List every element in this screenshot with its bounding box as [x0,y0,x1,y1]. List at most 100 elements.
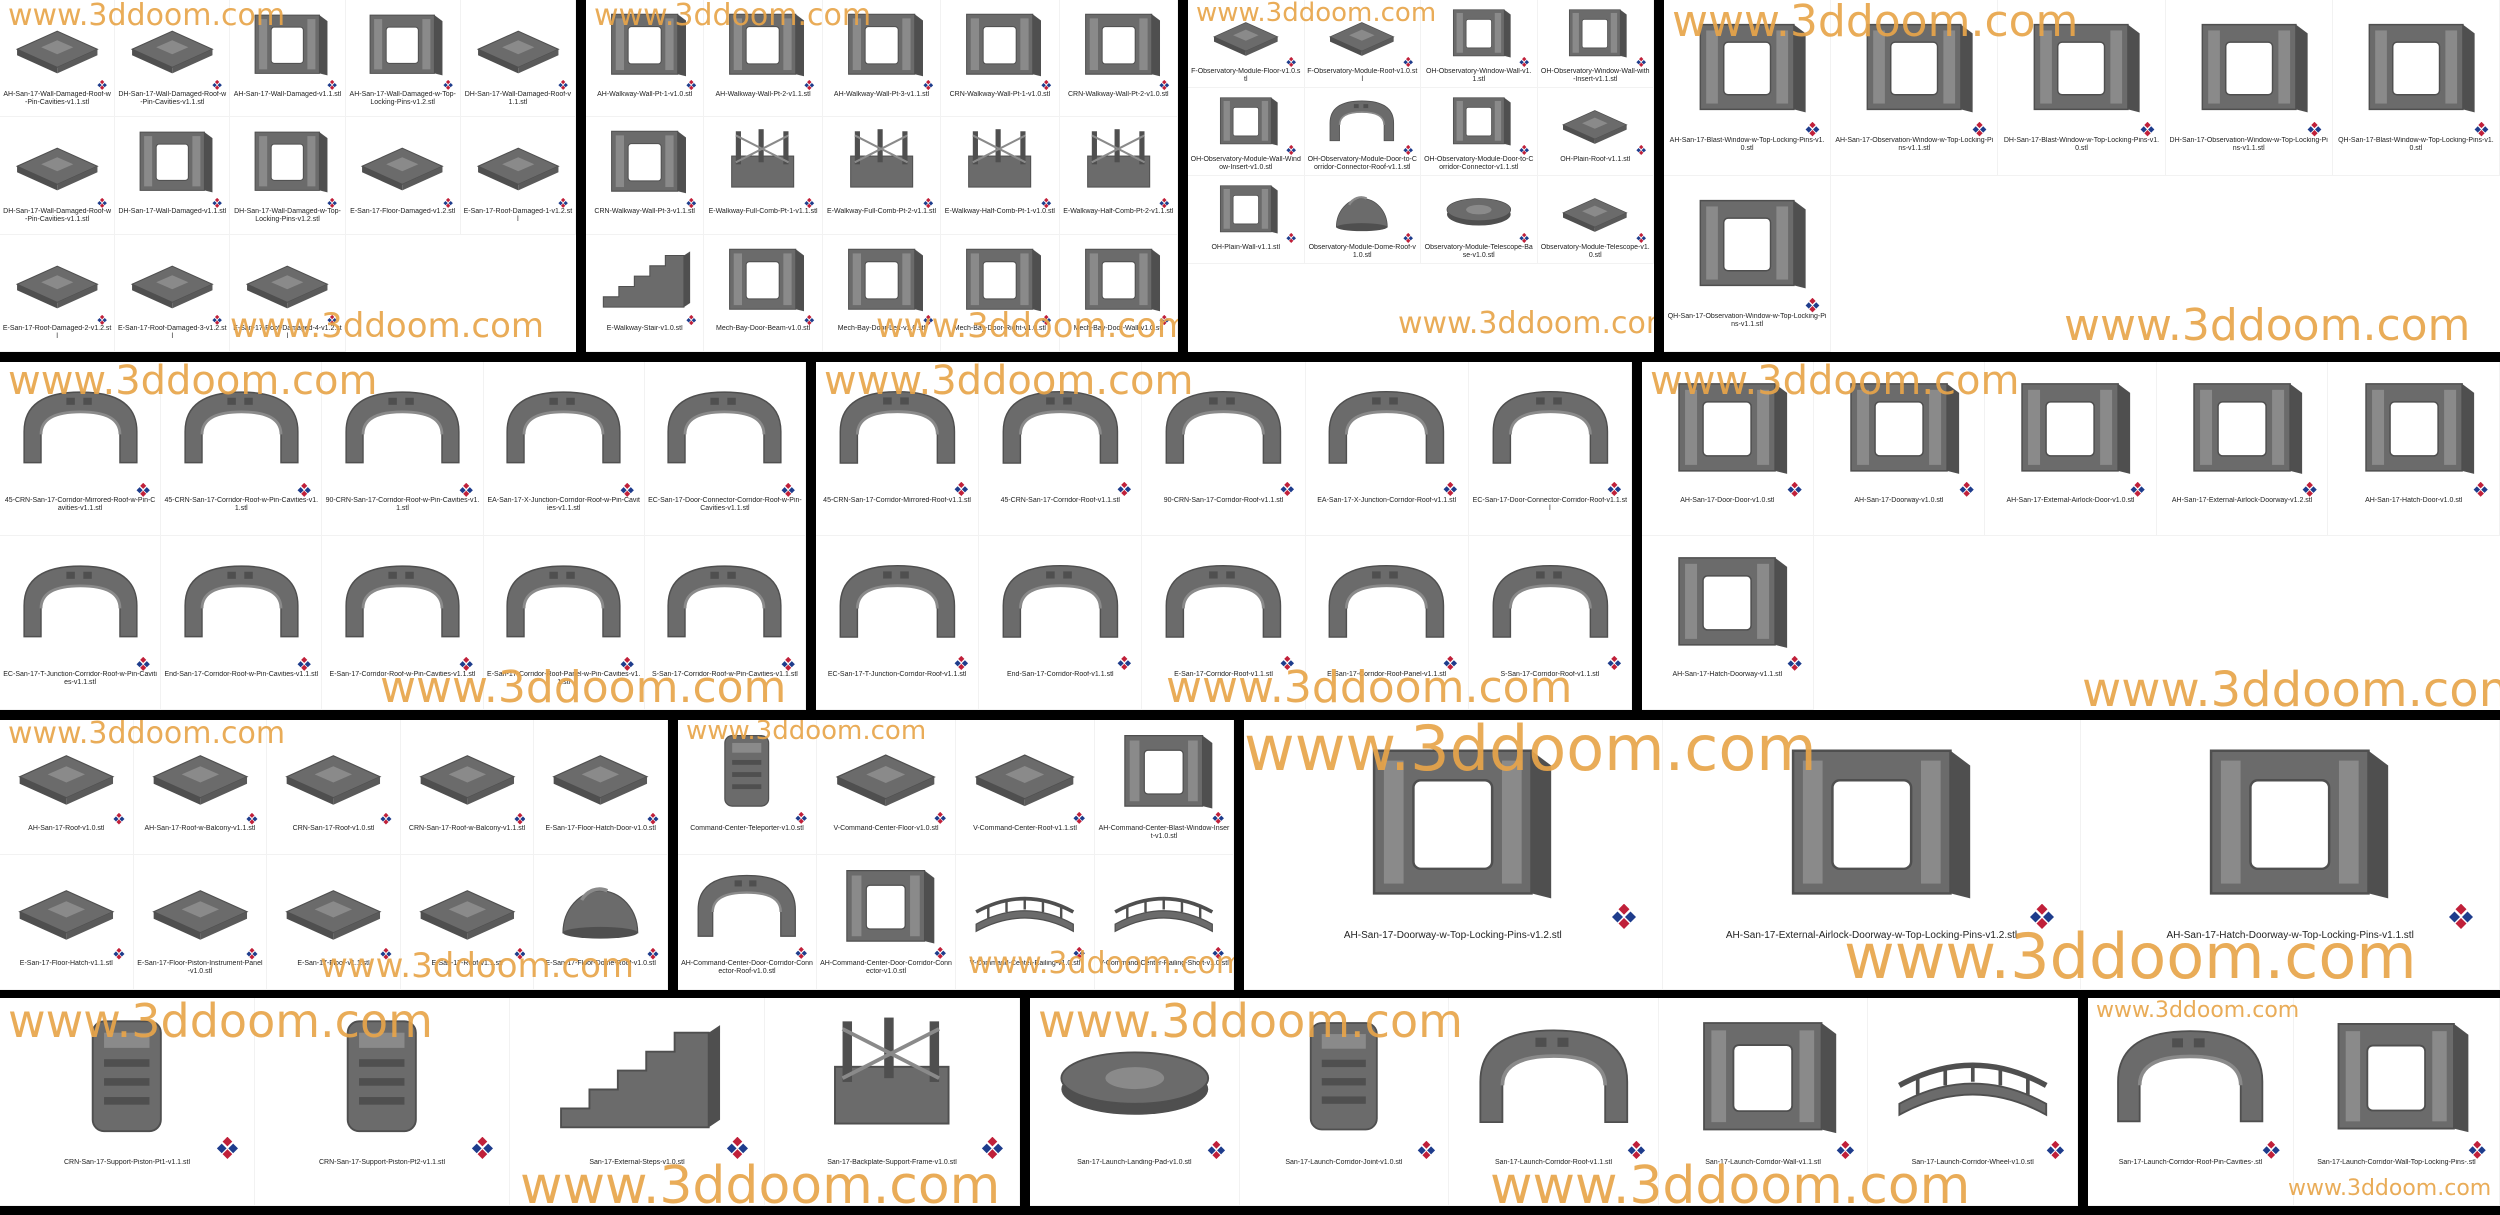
model-thumbnail: QH-San-17-Observation-Window-w-Top-Locki… [1664,176,1832,352]
model-render-image [171,546,312,657]
model-thumbnail: 45-CRN-San-17-Corridor-Roof-v1.1.stl [979,362,1143,536]
brand-logo-icon [2046,1140,2065,1160]
model-thumbnail: EC-San-17-T-Junction-Corridor-Roof-v1.1.… [816,536,980,710]
model-render-image [826,546,969,657]
brand-logo-icon [1417,1140,1436,1160]
file-name-caption: E-San-17-Floor-Hatch-v1.1.stl [19,959,113,967]
file-name-caption: San-17-Launch-Corridor-Wheel-v1.0.stl [1911,1159,2034,1167]
brand-logo-icon [97,197,107,208]
model-render-image [122,242,223,316]
file-name-caption: DH-San-17-Observation-Window-w-Top-Locki… [2169,136,2328,152]
file-name-caption: E-San-17-Roof-v1.1.stl [431,959,503,967]
model-thumbnail: CRN-San-17-Roof-v1.0.stl [267,720,401,855]
model-render-image [2008,11,2154,123]
brand-logo-icon [443,197,453,208]
model-thumbnail: EC-San-17-Door-Connector-Corridor-Roof-w… [644,362,806,536]
file-name-caption: OH-Observatory-Window-Wall-v1.1.stl [1425,67,1532,83]
model-render-image [1479,372,1622,483]
brand-logo-icon [246,812,258,825]
file-name-caption: AH-San-17-External-Airlock-Door-v1.0.stl [2006,496,2135,504]
model-thumbnail: Mech-Bay-Door-Beam-v1.0.stl [704,234,823,352]
file-name-caption: 90-CRN-San-17-Corridor-Roof-v1.1.stl [1163,496,1284,504]
file-name-caption: DH-San-17-Blast-Window-w-Top-Locking-Pin… [2003,136,2160,152]
model-thumbnail: AH-San-17-Wall-Damaged-w-Top-Locking-Pin… [345,0,461,118]
brand-logo-icon [1212,947,1225,960]
model-thumbnail: Mech-Bay-Door-Left-v1.0.stl [822,234,942,352]
model-thumbnail: AH-Command-Center-Door-Corridor-Connecto… [817,855,956,990]
model-render-image [1067,124,1170,198]
model-render-image [964,863,1085,949]
file-name-caption: E-San-17-Roof-Damaged-4-v1.2.stl [233,325,342,341]
model-thumbnail: F-Observatory-Module-Roof-v1.0.stl [1304,0,1421,88]
model-thumbnail: E-San-17-Corridor-Roof-v1.1.stl [1142,536,1306,710]
file-name-caption: DH-San-17-Wall-Damaged-Roof-w-Pin-Caviti… [3,208,112,224]
model-thumbnail: San-17-Launch-Corridor-Roof-v1.1.stl [1449,998,1659,1206]
model-render-image [1479,546,1622,657]
brand-logo-icon [1207,1140,1226,1160]
model-render-image [468,124,569,198]
model-thumbnail: S-San-17-Corridor-Roof-w-Pin-Cavities-v1… [644,536,806,710]
render-panel-p11: CRN-San-17-Support-Piston-Pt1-v1.1.stl CR… [0,998,1020,1206]
brand-logo-icon [620,482,634,497]
model-thumbnail: QH-San-17-Blast-Window-w-Top-Locking-Pin… [2332,0,2500,176]
brand-logo-icon [471,1136,494,1160]
model-thumbnail: E-Walkway-Half-Comb-Pt-1-v1.0.stl [941,117,1060,235]
model-thumbnail: Mech-Bay-Door-Wall-v1.0.stl [1059,234,1178,352]
file-name-caption: E-San-17-Corridor-Roof-w-Pin-Cavities-v1… [329,670,476,678]
file-name-caption: V-Command-Center-Railing-v1.0.stl [969,959,1081,967]
model-render-image [989,372,1132,483]
file-name-caption: E-Walkway-Half-Comb-Pt-1-v1.0.stl [944,208,1055,216]
file-name-caption: AH-San-17-Observation-Window-w-Top-Locki… [1835,136,1994,152]
model-thumbnail: AH-Walkway-Wall-Pt-3-v1.1.stl [822,0,942,118]
brand-logo-icon [1636,145,1646,156]
brand-logo-icon [212,197,223,208]
model-thumbnail: E-San-17-Floor-Hatch-v1.1.stl [0,855,134,990]
model-render-image [825,728,946,814]
file-name-caption: Mech-Bay-Door-Right-v1.0.stl [953,325,1046,333]
model-thumbnail: San-17-Backplate-Support-Frame-v1.0.stl [765,998,1020,1206]
model-render-image [1315,372,1458,483]
model-render-image [2343,11,2489,123]
model-render-image [1674,11,1820,123]
render-panel-p10: AH-San-17-Doorway-w-Top-Locking-Pins-v1.… [1244,720,2500,990]
model-thumbnail: DH-San-17-Blast-Window-w-Top-Locking-Pin… [1998,0,2166,176]
model-thumbnail: San-17-Launch-Landing-Pad-v1.0.stl [1030,998,1240,1206]
file-name-caption: QH-San-17-Blast-Window-w-Top-Locking-Pin… [2338,136,2494,152]
model-render-image [332,546,473,657]
model-render-image [468,7,569,81]
file-name-caption: San-17-Launch-Corridor-Wall-v1.1.stl [1705,1159,1821,1167]
model-render-image [493,546,634,657]
model-thumbnail: CRN-Walkway-Wall-Pt-1-v1.0.stl [941,0,1060,118]
brand-logo-icon [1972,121,1987,137]
file-name-caption: V-Command-Center-Floor-v1.0.stl [833,824,939,832]
model-thumbnail: AH-Walkway-Wall-Pt-1-v1.0.stl [586,0,705,118]
file-name-caption: S-San-17-Corridor-Roof-v1.1.stl [1500,670,1600,678]
model-thumbnail: DH-San-17-Observation-Window-w-Top-Locki… [2165,0,2333,176]
model-render-image [10,372,151,483]
model-thumbnail: 45-CRN-San-17-Corridor-Mirrored-Roof-w-P… [0,362,162,536]
brand-logo-icon [954,656,969,671]
brand-logo-icon [97,315,107,326]
brand-logo-icon [804,80,815,91]
file-name-caption: V-Command-Center-Roof-v1.1.stl [973,824,1077,832]
model-thumbnail: E-San-17-Roof-Damaged-1-v1.2.stl [460,117,576,235]
model-thumbnail: AH-San-17-External-Airlock-Door-v1.0.stl [1985,362,2157,536]
brand-logo-icon [2302,481,2317,497]
brand-logo-icon [1519,233,1530,244]
brand-logo-icon [297,656,312,671]
brand-logo-icon [795,812,808,825]
file-name-caption: CRN-San-17-Support-Piston-Pt1-v1.1.stl [63,1159,191,1167]
model-render-image [654,372,795,483]
model-render-image [15,1010,239,1143]
file-name-caption: E-San-17-Corridor-Roof-v1.1.stl [1174,670,1273,678]
brand-logo-icon [1443,482,1458,497]
brand-logo-icon [686,197,697,209]
model-render-image [2176,11,2322,123]
file-name-caption: CRN-San-17-Support-Piston-Pt2-v1.1.stl [318,1159,446,1167]
brand-logo-icon [558,80,568,91]
brand-logo-icon [934,947,947,960]
model-render-image [275,728,392,814]
model-thumbnail: San-17-Launch-Corridor-Wall-Top-Locking-… [2294,998,2500,1206]
